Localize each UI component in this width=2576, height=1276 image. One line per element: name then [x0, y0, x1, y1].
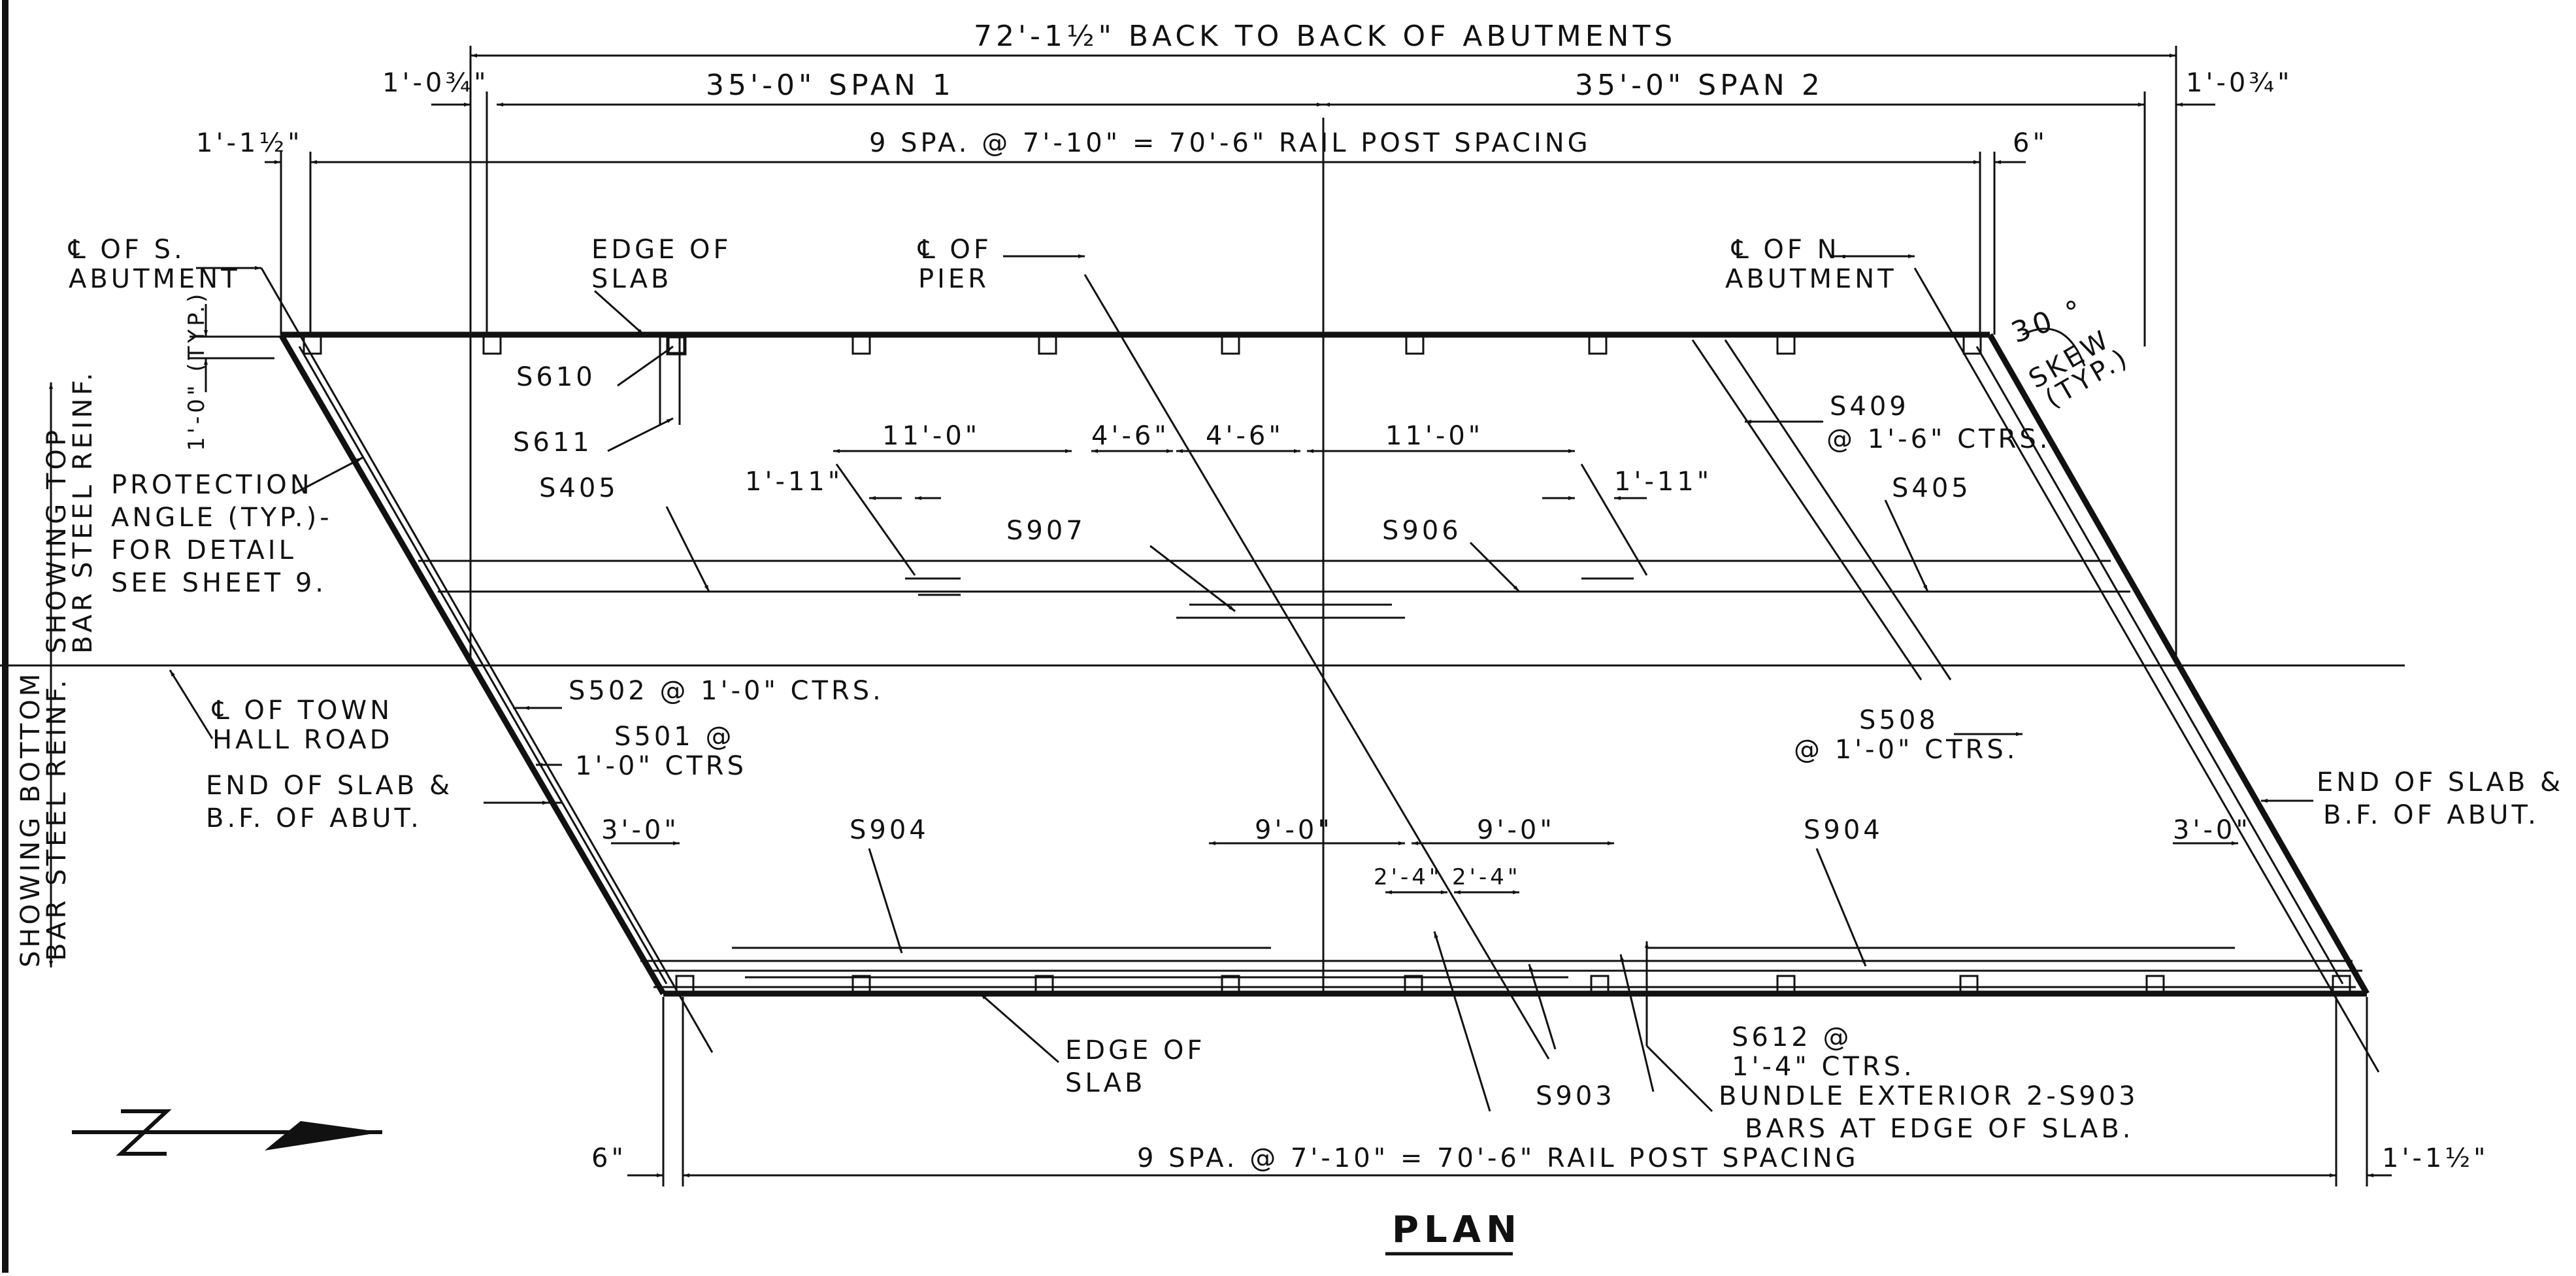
dim-bot-30-left: 3'-0" — [601, 815, 680, 845]
label-s612-ctrs: 1'-4" CTRS. — [1732, 1052, 1915, 1082]
dim-bot-30-right: 3'-0" — [2173, 815, 2251, 845]
label-end-slab-left-2: B.F. OF ABUT. — [206, 803, 422, 833]
dimension-lines — [49, 46, 2392, 1177]
label-edge-slab-bottom-2: SLAB — [1065, 1068, 1146, 1098]
label-end-slab-left: END OF SLAB & — [206, 771, 453, 801]
label-cl-n-abutment-2: ABUTMENT — [1725, 264, 1897, 294]
callout-text: ℄ OF S. ABUTMENT EDGE OF SLAB ℄ OF PIER … — [16, 235, 2564, 1256]
label-s904-right: S904 — [1804, 815, 1883, 845]
label-edge-slab-bottom: EDGE OF — [1065, 1035, 1206, 1066]
skew-arc — [2022, 327, 2086, 367]
label-protection-angle: PROTECTION — [111, 470, 313, 500]
dim-post-offset: 1'-0" (TYP.) — [184, 291, 210, 451]
rail-posts-bottom — [675, 975, 2351, 994]
dim-top-11-right: 11'-0" — [1385, 421, 1483, 451]
label-s502: S502 @ 1'-0" CTRS. — [569, 676, 884, 706]
label-top-bar-steel: BAR STEEL REINF. — [68, 369, 98, 654]
dim-rail-bottom: 9 SPA. @ 7'-10" = 70'-6" RAIL POST SPACI… — [1137, 1143, 1859, 1173]
label-showing-bottom: SHOWING BOTTOM — [16, 671, 46, 967]
label-s501-ctrs: 1'-0" CTRS — [575, 751, 747, 781]
dim-bot-24-left: 2'-4" — [1374, 864, 1443, 890]
dim-bot-24-right: 2'-4" — [1452, 864, 1521, 890]
label-bottom-bar-steel: BAR STEEL REINF. — [42, 677, 72, 961]
label-bundle-note-2: BARS AT EDGE OF SLAB. — [1745, 1114, 2134, 1144]
label-s612: S612 @ — [1732, 1022, 1852, 1052]
dim-bot-90-left: 9'-0" — [1255, 815, 1333, 845]
label-cl-n-abutment: ℄ OF N. — [1731, 235, 1851, 265]
label-s903: S903 — [1536, 1081, 1615, 1111]
rebar — [418, 337, 2362, 988]
dim-rail-top-left: 1'-1½" — [196, 128, 303, 158]
label-cl-s-abutment: ℄ OF S. — [68, 235, 186, 265]
label-cl-s-abutment-2: ABUTMENT — [69, 264, 240, 294]
dim-span-2: 35'-0" SPAN 2 — [1575, 69, 1824, 102]
label-edge-slab-top-2: SLAB — [591, 264, 672, 294]
label-s906: S906 — [1382, 516, 1462, 546]
label-s611: S611 — [513, 428, 593, 458]
dim-top-111-left: 1'-11" — [745, 467, 843, 497]
n-abutment-centerline — [1913, 267, 2380, 1073]
dim-top-46-left: 4'-6" — [1091, 421, 1170, 451]
dim-top-111-right: 1'-11" — [1614, 467, 1712, 497]
dim-right-offset: 1'-0¾" — [2186, 68, 2293, 98]
pier-centerline — [1083, 274, 1550, 1060]
label-s508-ctrs: @ 1'-0" CTRS. — [1794, 735, 2018, 765]
label-s907: S907 — [1006, 516, 1086, 546]
label-cl-pier: ℄ OF — [917, 235, 992, 265]
label-cl-town-hall-road-2: HALL ROAD — [212, 725, 393, 755]
north-arrow-icon — [72, 1109, 382, 1156]
label-s508: S508 — [1859, 705, 1939, 735]
dimension-text: 72'-1½" BACK TO BACK OF ABUTMENTS 1'-0¾"… — [184, 20, 2489, 1173]
label-edge-slab-top: EDGE OF — [591, 235, 732, 265]
label-s405-left: S405 — [539, 473, 619, 503]
centerlines — [0, 92, 2405, 1186]
label-end-slab-right: END OF SLAB & — [2317, 767, 2564, 798]
dim-rail-bottom-right: 1'-1½" — [2382, 1143, 2489, 1173]
label-s610: S610 — [516, 362, 596, 392]
label-protection-angle-4: SEE SHEET 9. — [111, 568, 327, 598]
label-protection-angle-2: ANGLE (TYP.)- — [111, 503, 333, 533]
leaders — [169, 254, 2313, 1113]
label-s409-ctrs: @ 1'-6" CTRS. — [1826, 424, 2051, 454]
dim-left-offset: 1'-0¾" — [382, 68, 489, 98]
label-s409: S409 — [1830, 392, 1909, 422]
dim-top-11-left: 11'-0" — [882, 421, 980, 451]
label-cl-town-hall-road: ℄ OF TOWN — [212, 696, 393, 726]
dim-bot-90-right: 9'-0" — [1477, 815, 1555, 845]
label-protection-angle-3: FOR DETAIL — [111, 535, 297, 565]
dim-rail-bottom-left: 6" — [591, 1143, 627, 1173]
dim-top-46-right: 4'-6" — [1206, 421, 1284, 451]
label-s904-left: S904 — [850, 815, 929, 845]
dim-span-1: 35'-0" SPAN 1 — [706, 69, 955, 102]
label-s405-right: S405 — [1892, 473, 1972, 503]
drawing-title: PLAN — [1392, 1209, 1522, 1251]
label-bundle-note: BUNDLE EXTERIOR 2-S903 — [1719, 1081, 2139, 1111]
dim-rail-top-right: 6" — [2013, 128, 2048, 158]
dim-rail-top: 9 SPA. @ 7'-10" = 70'-6" RAIL POST SPACI… — [869, 128, 1591, 158]
dim-overall: 72'-1½" BACK TO BACK OF ABUTMENTS — [974, 20, 1676, 53]
label-showing-top: SHOWING TOP — [42, 427, 72, 654]
label-cl-pier-2: PIER — [918, 264, 989, 294]
rail-posts-top — [303, 335, 1982, 356]
label-s501: S501 @ — [614, 722, 735, 752]
s-abutment-centerline — [260, 267, 714, 1053]
label-end-slab-right-2: B.F. OF ABUT. — [2323, 800, 2539, 830]
